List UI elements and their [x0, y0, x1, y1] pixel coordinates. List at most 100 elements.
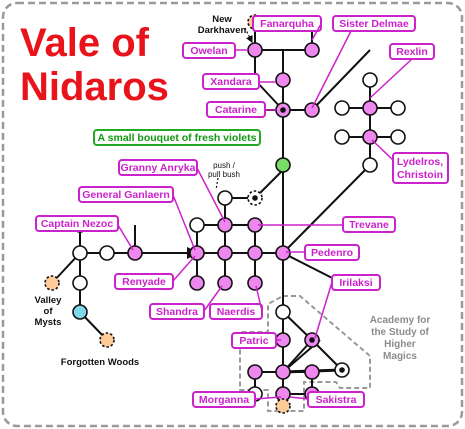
node-academy-midright[interactable] — [304, 364, 320, 380]
label-leaders — [117, 23, 413, 400]
label-bouquet[interactable]: A small bouquet of fresh violets — [93, 129, 261, 146]
map-title-line2: Nidaros — [20, 65, 169, 109]
node-west-junction[interactable] — [72, 245, 88, 261]
node-owelan[interactable] — [247, 42, 263, 58]
academy-label-line1: Academy for — [370, 315, 431, 326]
valley-label-line1: Valley — [35, 295, 63, 306]
node-rexlin-right[interactable] — [390, 100, 406, 116]
label-xandara[interactable]: Xandara — [202, 73, 260, 90]
label-irilaksi-text: Irilaksi — [339, 277, 372, 289]
academy-label-line2: the Study of — [371, 327, 429, 338]
label-pedenro-text: Pedenro — [311, 247, 353, 259]
node-forgotten-woods[interactable] — [99, 332, 115, 348]
label-rexlin[interactable]: Rexlin — [389, 43, 435, 60]
node-sister-delmae[interactable] — [304, 102, 320, 118]
node-pedenro[interactable] — [275, 245, 291, 261]
node-rexlin[interactable] — [362, 100, 378, 116]
node-academy-bottom[interactable] — [275, 398, 291, 414]
label-patric-text: Patric — [239, 335, 268, 347]
label-granny-anryka-text: Granny Anryka — [121, 162, 196, 174]
label-granny-anryka[interactable]: Granny Anryka — [118, 159, 198, 176]
node-valley-mysts[interactable] — [72, 304, 88, 320]
node-rexlin-top[interactable] — [362, 72, 378, 88]
label-morganna[interactable]: Morganna — [192, 391, 256, 408]
forgotten-woods-label: Forgotten Woods — [61, 357, 139, 368]
label-general-ganlaern[interactable]: General Ganlaern — [78, 186, 174, 203]
valley-label-line3: Mysts — [35, 317, 62, 328]
node-academy-top[interactable] — [275, 304, 291, 320]
label-trevane-text: Trevane — [349, 219, 389, 231]
label-trevane[interactable]: Trevane — [342, 216, 396, 233]
label-patric[interactable]: Patric — [231, 332, 277, 349]
label-fanarquha[interactable]: Fanarquha — [252, 15, 322, 32]
label-morganna-text: Morganna — [199, 394, 249, 406]
node-irilaksi-dot — [309, 337, 315, 343]
node-lydelros-left[interactable] — [334, 129, 350, 145]
node-renyade[interactable] — [189, 275, 205, 291]
label-lydelros-line1: Lydelros, — [397, 156, 443, 168]
label-catarine[interactable]: Catarine — [206, 101, 266, 118]
node-mid-225[interactable] — [217, 245, 233, 261]
label-rexlin-text: Rexlin — [396, 46, 428, 58]
push-pull-arrow — [215, 177, 219, 191]
node-bush-dot — [252, 195, 258, 201]
node-rexlin-left[interactable] — [334, 100, 350, 116]
node-west-1[interactable] — [99, 245, 115, 261]
node-academy-right-dot — [339, 367, 345, 373]
node-catarine-dot — [280, 107, 286, 113]
label-catarine-text: Catarine — [215, 104, 257, 116]
node-west-mid[interactable] — [72, 275, 88, 291]
node-mid-left[interactable] — [189, 217, 205, 233]
label-lydelros-line2: Christoin — [397, 169, 443, 181]
new-darkhaven-label-line1: New — [212, 14, 232, 25]
label-xandara-text: Xandara — [210, 76, 252, 88]
label-sister-delmae[interactable]: Sister Delmae — [332, 15, 416, 32]
node-hidden-valley[interactable] — [44, 275, 60, 291]
label-captain-nezoc[interactable]: Captain Nezoc — [35, 215, 119, 232]
new-darkhaven-label-line2: Darkhaven — [198, 25, 247, 36]
label-owelan-text: Owelan — [190, 45, 227, 57]
node-bush-left[interactable] — [217, 190, 233, 206]
node-granny-anryka[interactable] — [217, 217, 233, 233]
node-bouquet[interactable] — [275, 157, 291, 173]
node-academy-mid[interactable] — [275, 364, 291, 380]
node-general-ganlaern[interactable] — [189, 245, 205, 261]
academy-label-line4: Magics — [383, 351, 417, 362]
node-lydelros-right[interactable] — [390, 129, 406, 145]
label-general-ganlaern-text: General Ganlaern — [82, 189, 170, 201]
node-captain-nezoc[interactable] — [127, 245, 143, 261]
label-irilaksi[interactable]: Irilaksi — [331, 274, 381, 291]
darkhaven-arrow — [244, 27, 253, 44]
node-east-junction[interactable] — [362, 157, 378, 173]
node-fanarquha[interactable] — [304, 42, 320, 58]
valley-label-line2: of — [44, 306, 54, 317]
location-nodes — [44, 14, 406, 414]
label-sister-delmae-text: Sister Delmae — [339, 18, 409, 30]
academy-label-line3: Higher — [384, 339, 416, 350]
label-lydelros-christoin[interactable]: Lydelros, Christoin — [392, 152, 449, 184]
label-shandra-text: Shandra — [156, 306, 198, 318]
label-shandra[interactable]: Shandra — [149, 303, 205, 320]
label-naerdis[interactable]: Naerdis — [209, 303, 263, 320]
label-fanarquha-text: Fanarquha — [260, 18, 314, 30]
node-naerdis[interactable] — [247, 275, 263, 291]
node-xandara[interactable] — [275, 72, 291, 88]
label-naerdis-text: Naerdis — [217, 306, 256, 318]
place-labels: New Darkhaven push / pull bush Valley of… — [35, 14, 431, 368]
label-sakistra[interactable]: Sakistra — [307, 391, 365, 408]
label-sakistra-text: Sakistra — [316, 394, 357, 406]
label-owelan[interactable]: Owelan — [182, 42, 236, 59]
label-renyade-text: Renyade — [122, 276, 166, 288]
label-pedenro[interactable]: Pedenro — [304, 244, 360, 261]
label-renyade[interactable]: Renyade — [114, 273, 174, 290]
push-pull-label-line2: pull bush — [208, 170, 240, 179]
label-bouquet-text: A small bouquet of fresh violets — [98, 132, 257, 144]
node-academy-midleft[interactable] — [247, 364, 263, 380]
node-mid-255[interactable] — [247, 245, 263, 261]
push-pull-label-line1: push / — [213, 161, 236, 170]
label-captain-nezoc-text: Captain Nezoc — [41, 218, 114, 230]
map-title-line1: Vale of — [20, 21, 150, 65]
